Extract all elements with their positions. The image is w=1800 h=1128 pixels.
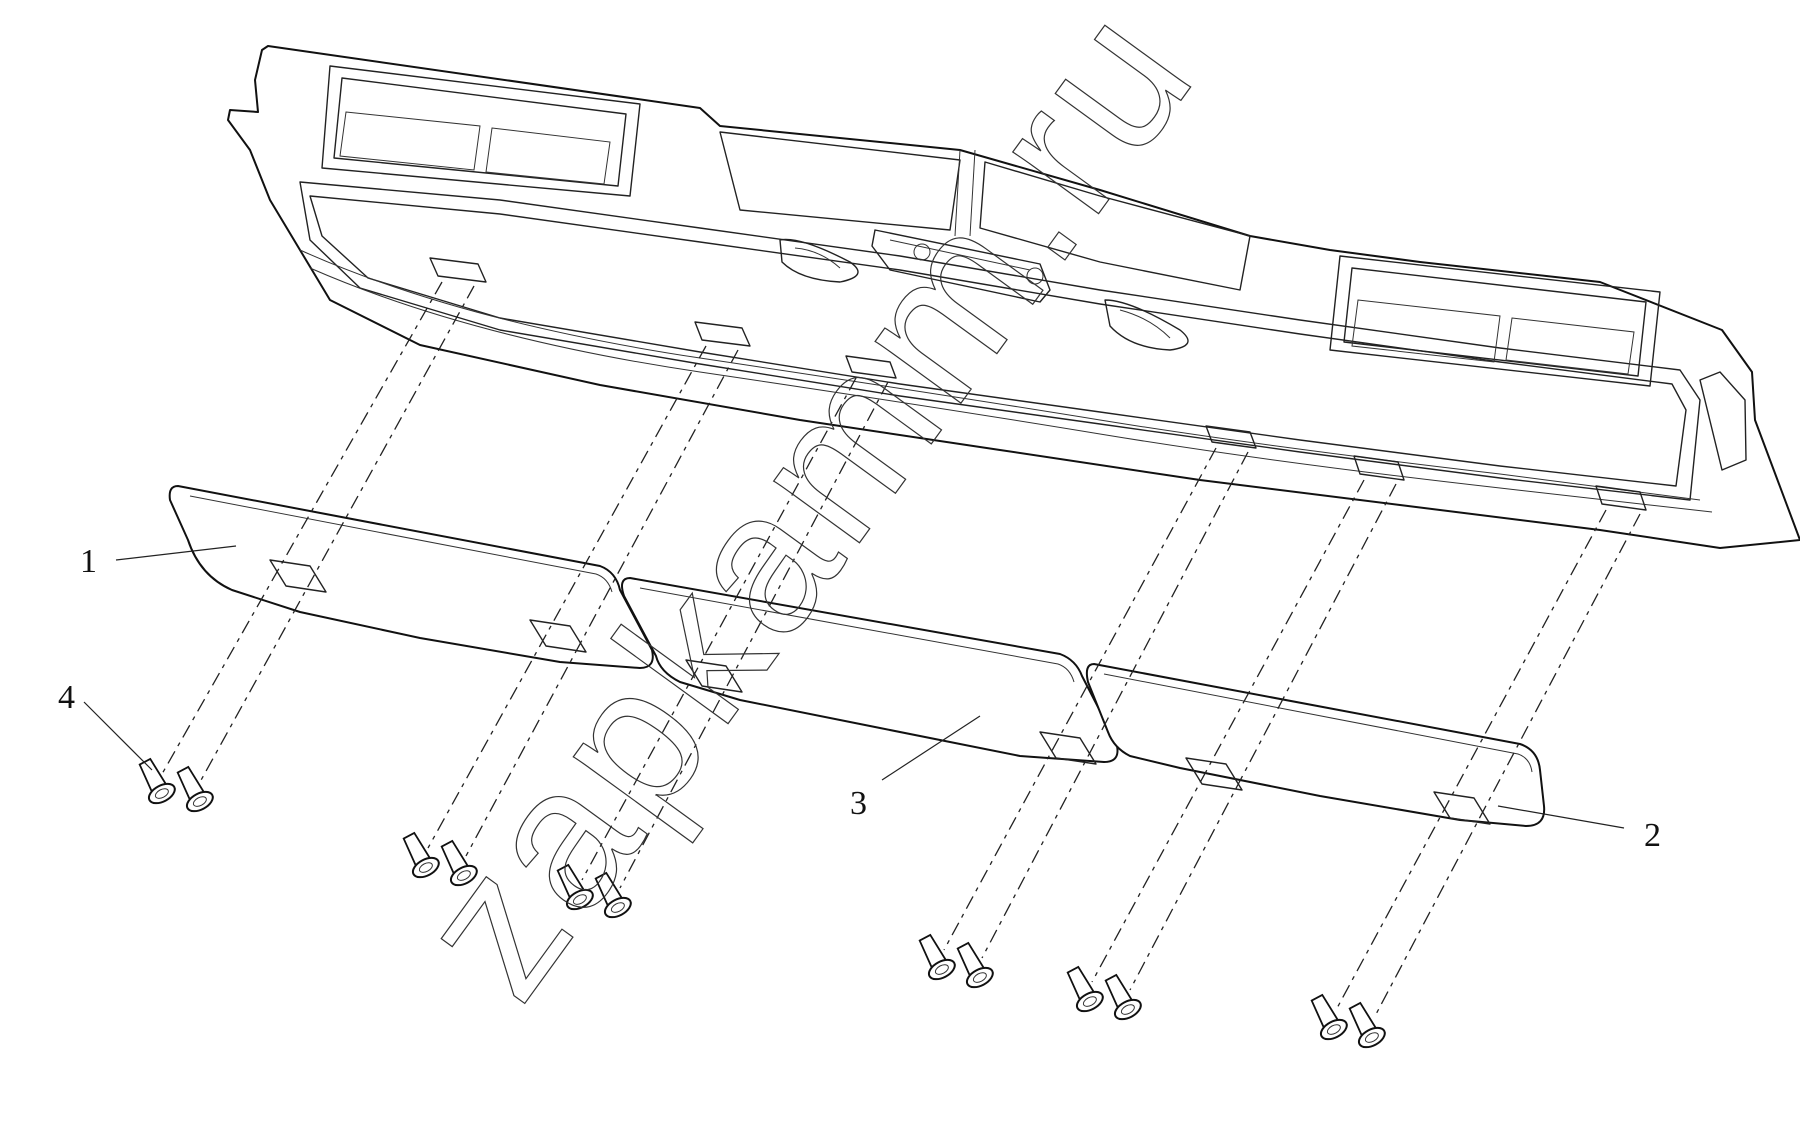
trim-panel-2 — [1085, 663, 1546, 827]
screw-fastener-icon — [1066, 965, 1104, 1013]
trim-panel-1 — [168, 485, 654, 669]
centre-cluster-opening — [719, 131, 1251, 291]
switch-recess-left — [779, 238, 859, 283]
switch-recess-centre — [871, 229, 1051, 303]
screw-fastener-icon — [956, 941, 994, 989]
screw-fasteners — [138, 757, 1386, 1049]
callout-1: 1 — [80, 543, 97, 580]
screw-fastener-icon — [1348, 1001, 1386, 1049]
screw-fastener-icon — [402, 831, 440, 879]
right-air-vent — [1329, 255, 1661, 387]
screw-fastener-icon — [556, 863, 594, 911]
left-air-vent — [321, 65, 641, 197]
screw-fastener-icon — [1104, 973, 1142, 1021]
screw-fastener-icon — [138, 757, 176, 805]
screw-fastener-icon — [440, 839, 478, 887]
screw-fastener-icon — [594, 871, 632, 919]
trim-panel-3 — [621, 577, 1119, 765]
callout-4: 4 — [58, 679, 75, 716]
callouts: 1 2 3 4 — [58, 543, 1661, 854]
screw-fastener-icon — [918, 933, 956, 981]
screw-fastener-icon — [176, 765, 214, 813]
clip-receptacles — [429, 257, 1647, 511]
assembly-axis-lines — [161, 281, 1641, 1019]
switch-recess-right — [1104, 299, 1189, 351]
console-housing — [227, 45, 1800, 549]
callout-3: 3 — [850, 785, 867, 822]
screw-fastener-icon — [1310, 993, 1348, 1041]
callout-2: 2 — [1644, 817, 1661, 854]
